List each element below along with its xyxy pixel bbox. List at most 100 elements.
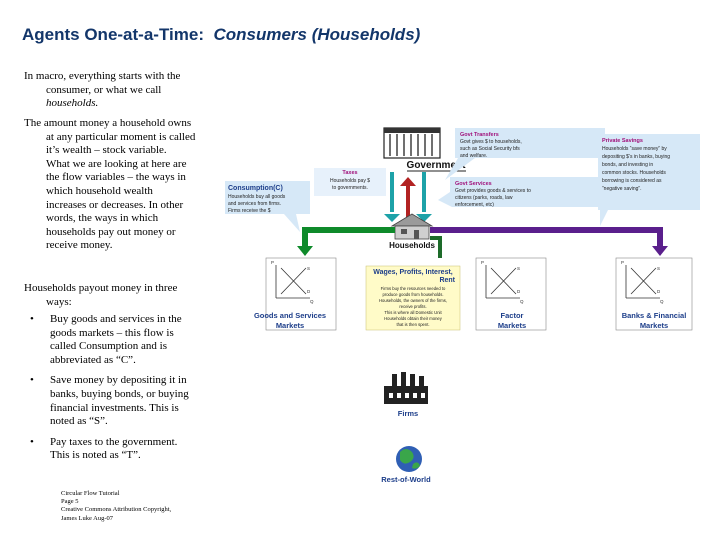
intro-p2-line: at any particular moment is called	[46, 130, 196, 143]
bullet-marker: •	[30, 435, 34, 448]
axis-label-y: P	[271, 260, 274, 265]
intro-p2-line: it’s wealth – stock variable.	[46, 144, 167, 157]
consumption-flow-arrow	[297, 227, 395, 256]
payout-line-1: Households payout money in three	[24, 282, 178, 294]
factory-icon	[384, 372, 428, 404]
factor-market-label: Factor	[501, 311, 524, 320]
intro-paragraph-2: The amount money a household owns at any…	[24, 117, 224, 253]
credit-line: Creative Commons Attribution Copyright,	[61, 506, 172, 514]
taxes-title: Taxes	[342, 170, 357, 176]
wages-line: that is then spent.	[396, 322, 429, 327]
bullet-line: banks, buying bonds, or buying	[50, 387, 189, 400]
taxes-line: to governments.	[332, 185, 368, 191]
gov-services-line: enforcement, etc)	[455, 202, 494, 208]
wages-line: Households, the owners of the firms,	[379, 298, 447, 303]
axis-label-x: Q	[310, 299, 314, 304]
taxes-arrow	[400, 177, 416, 220]
bullet-marker: •	[30, 374, 34, 387]
financial-market-label: Markets	[640, 321, 668, 330]
wages-line: Firms buy the resources needed to	[381, 286, 446, 291]
supply-label: S	[307, 266, 310, 271]
income-flow-arrow	[430, 236, 442, 258]
payout-bullet-list: • Buy goods and services in the goods ma…	[24, 313, 214, 470]
intro-p2-line: the flow variables – the ways in	[46, 171, 186, 184]
intro-p2-line: words, the ways in which	[46, 212, 159, 225]
gov-transfers-title: Govt Transfers	[460, 132, 499, 138]
goods-market-label: Goods and Services	[254, 311, 326, 320]
intro-p1-line-1: In macro, everything starts with the	[24, 70, 181, 82]
demand-label: D	[307, 289, 311, 294]
gov-transfers-line: such as Social Security bfs	[460, 146, 520, 152]
gov-transfers-line: Govt gives $ to households,	[460, 139, 522, 145]
intro-p1-line-2: consumer, or what we call	[46, 83, 162, 96]
axis-label-x: Q	[660, 299, 664, 304]
wages-callout: Wages, Profits, Interest, Rent Firms buy…	[365, 265, 461, 331]
consumption-line: and services from firms.	[228, 201, 281, 207]
intro-p2-line: receive money.	[46, 239, 113, 252]
intro-p2-line-1: The amount money a household owns	[24, 117, 192, 129]
wages-title: Wages, Profits, Interest,	[373, 269, 453, 276]
intro-paragraph-1: In macro, everything starts with the con…	[24, 70, 224, 111]
factor-market: P Q S D Factor Markets	[475, 257, 547, 331]
bullet-line: goods markets – this flow is	[50, 326, 174, 339]
bullet-line: noted as “S”.	[50, 415, 108, 428]
wages-line: Households obtain their money	[384, 316, 443, 321]
consumption-callout: Consumption(C) Households buy all goods …	[225, 181, 310, 232]
financial-market: P Q S D Banks & Financial Markets	[615, 257, 693, 331]
gov-services-line: citizens (parks, roads, law	[455, 195, 513, 201]
wages-line: receive profits.	[399, 304, 426, 309]
bullet-line: Pay taxes to the government.	[50, 435, 178, 448]
private-savings-line: depositing $’s in banks, buying	[602, 154, 670, 160]
demand-label: D	[517, 289, 521, 294]
bullet-consumption: • Buy goods and services in the goods ma…	[24, 313, 214, 367]
savings-flow-arrow	[430, 227, 668, 256]
households-house-icon	[390, 213, 434, 240]
private-savings-line: common stocks. Households	[602, 170, 666, 176]
private-savings-line: bonds, and investing in	[602, 162, 653, 168]
wages-line: This is where all Domestic Unit	[384, 310, 442, 315]
intro-p2-line: What we are looking at here are	[46, 157, 187, 170]
firms-label: Firms	[398, 409, 418, 418]
intro-p2-line: increases or decreases. In other	[46, 198, 184, 211]
private-savings-line: “negative saving”.	[602, 186, 641, 192]
gov-services-title: Govt Services	[455, 181, 492, 187]
bullet-line: Buy goods and services in the	[50, 313, 182, 325]
bullet-line: Save money by depositing it in	[50, 374, 187, 387]
intro-p1-line-3: households.	[24, 97, 224, 111]
supply-label: S	[517, 266, 520, 271]
rest-of-world-label: Rest-of-World	[381, 475, 431, 484]
wages-line: produce goods from households.	[383, 292, 444, 297]
intro-p2-line: which household wealth	[46, 184, 153, 197]
bullet-line: financial investments. This is	[50, 401, 179, 414]
title-part1: Agents One-at-a-Time:	[22, 25, 204, 44]
bullet-line: This is noted as “T”.	[50, 449, 141, 462]
goods-market-label: Markets	[276, 321, 304, 330]
credit-line: James Luke Aug-07	[61, 514, 113, 522]
title-part2: Consumers (Households)	[213, 25, 421, 44]
private-savings-callout: Private Savings Households “save money” …	[598, 134, 700, 226]
consumption-line: Households buy all goods	[228, 194, 286, 200]
bullet-savings: • Save money by depositing it in banks, …	[24, 374, 214, 428]
payout-intro: Households payout money in three ways:	[24, 282, 224, 309]
credit-line: Circular Flow Tutorial	[61, 490, 120, 497]
bullet-line: called Consumption and is	[50, 340, 168, 353]
bullet-marker: •	[30, 313, 34, 325]
gov-services-line: Govt provides goods & services to	[455, 188, 531, 194]
government-label: Government	[407, 160, 467, 171]
factor-market-label: Markets	[498, 321, 526, 330]
taxes-callout: Taxes Households pay $ to governments.	[314, 168, 386, 196]
gov-transfers-callout: Govt Transfers Govt gives $ to household…	[445, 128, 605, 180]
services-arrow	[416, 172, 432, 222]
taxes-line: Households pay $	[330, 178, 370, 184]
footer-credit: Circular Flow Tutorial Page 5 Creative C…	[61, 490, 171, 523]
gov-transfers-line: and welfare.	[460, 153, 487, 159]
households-italic: households.	[46, 97, 99, 110]
globe-icon	[396, 446, 422, 472]
private-savings-title: Private Savings	[602, 138, 643, 144]
axis-label-y: P	[621, 260, 624, 265]
credit-line: Page 5	[61, 498, 79, 506]
axis-label-y: P	[481, 260, 484, 265]
consumption-line: Firms receive the $	[228, 208, 271, 214]
goods-services-market: P Q S D Goods and Services Markets	[254, 257, 337, 331]
wages-title: Rent	[439, 277, 455, 284]
